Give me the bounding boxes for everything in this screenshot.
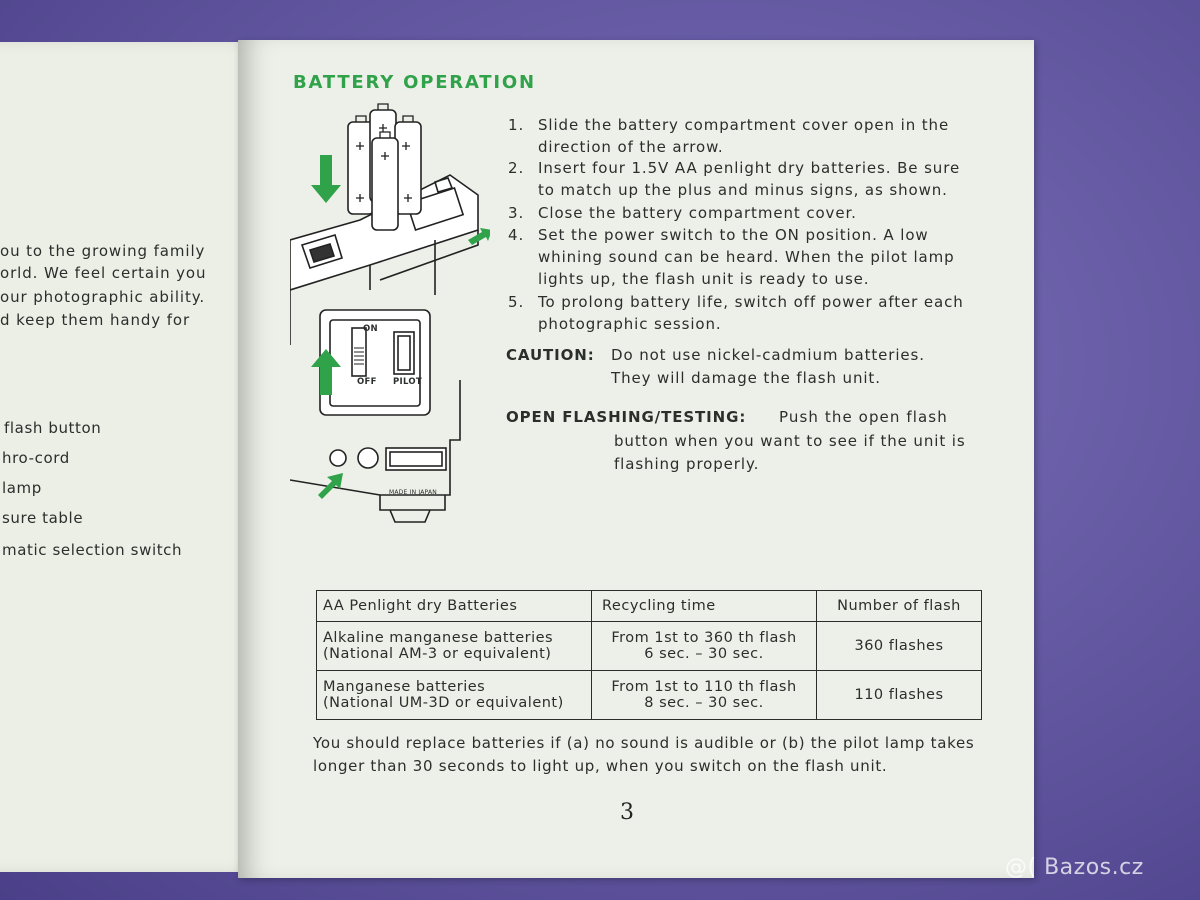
left-list-item: flash button: [4, 419, 102, 437]
battery-illustration: [290, 103, 490, 523]
table-cell: From 1st to 360 th flash 6 sec. – 30 sec…: [591, 621, 817, 671]
step-3: 3.Close the battery compartment cover.: [508, 204, 857, 222]
open-flash-label: OPEN FLASHING/TESTING:: [506, 408, 747, 426]
table-header: AA Penlight dry Batteries: [316, 590, 592, 622]
step-4: 4.Set the power switch to the ON positio…: [508, 226, 929, 244]
battery-table: AA Penlight dry Batteries Recycling time…: [316, 590, 982, 720]
left-page: [0, 42, 262, 872]
table-row: Alkaline manganese batteries (National A…: [316, 621, 982, 671]
table-header: Recycling time: [591, 590, 817, 622]
left-list-item: lamp: [2, 479, 42, 497]
open-flash-text: flashing properly.: [614, 455, 760, 473]
left-text-line: d keep them handy for: [0, 311, 191, 329]
left-list-item: matic selection switch: [2, 541, 183, 559]
step-2: 2.Insert four 1.5V AA penlight dry batte…: [508, 159, 961, 177]
step-1: 1.Slide the battery compartment cover op…: [508, 116, 950, 134]
table-cell: Manganese batteries (National UM-3D or e…: [316, 670, 592, 720]
switch-on-label: ON: [363, 324, 378, 334]
open-flash-text: button when you want to see if the unit …: [614, 432, 966, 450]
left-list-item: sure table: [2, 509, 84, 527]
left-text-line: orld. We feel certain you: [0, 264, 207, 282]
caution-label: CAUTION:: [506, 346, 595, 364]
made-in-japan-label: MADE IN JAPAN: [389, 489, 437, 496]
section-title: BATTERY OPERATION: [293, 72, 536, 93]
table-cell: Alkaline manganese batteries (National A…: [316, 621, 592, 671]
open-flash-text: Push the open flash: [779, 408, 948, 426]
table-header: Number of flash: [816, 590, 982, 622]
note-line: longer than 30 seconds to light up, when…: [313, 757, 888, 775]
table-header-row: AA Penlight dry Batteries Recycling time…: [316, 590, 982, 622]
left-list-item: hro-cord: [2, 449, 70, 467]
pilot-label: PILOT: [393, 377, 423, 387]
table-cell: 110 flashes: [816, 670, 982, 720]
step-5: 5.To prolong battery life, switch off po…: [508, 293, 964, 311]
step-2-cont: to match up the plus and minus signs, as…: [538, 181, 948, 199]
switch-off-label: OFF: [357, 377, 377, 387]
note-line: You should replace batteries if (a) no s…: [313, 734, 975, 752]
left-text-line: our photographic ability.: [0, 288, 206, 306]
left-text-line: ou to the growing family: [0, 242, 206, 260]
table-cell: 360 flashes: [816, 621, 982, 671]
table-row: Manganese batteries (National UM-3D or e…: [316, 670, 982, 720]
table-cell: From 1st to 110 th flash 8 sec. – 30 sec…: [591, 670, 817, 720]
step-4-cont: whining sound can be heard. When the pil…: [538, 248, 955, 266]
caution-text: Do not use nickel-cadmium batteries.: [611, 346, 925, 364]
caution-text: They will damage the flash unit.: [611, 369, 881, 387]
step-1-cont: direction of the arrow.: [538, 138, 724, 156]
page-number: 3: [620, 800, 634, 825]
watermark: @( Bazos.cz: [1005, 855, 1144, 880]
step-4-cont: lights up, the flash unit is ready to us…: [538, 270, 870, 288]
step-5-cont: photographic session.: [538, 315, 722, 333]
